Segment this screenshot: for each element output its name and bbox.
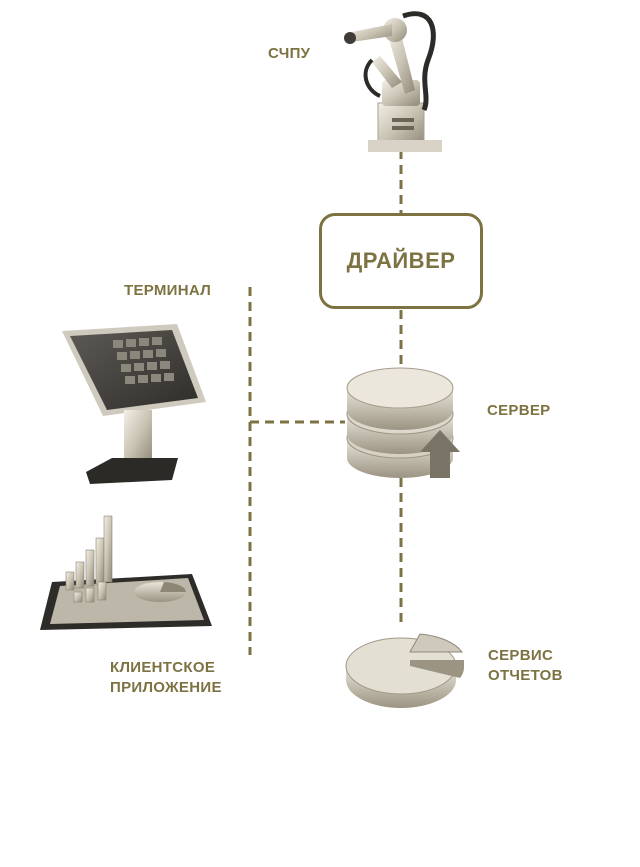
- server-label: СЕРВЕР: [487, 402, 551, 419]
- database-server-icon: [346, 367, 460, 478]
- tablet-chart-icon: [40, 515, 212, 630]
- touchscreen-kiosk-icon: [62, 324, 206, 484]
- robot-arm-icon: [344, 11, 442, 152]
- report-service-label: СЕРВИС ОТЧЕТОВ: [488, 647, 563, 684]
- cnc-label: СЧПУ: [268, 45, 311, 62]
- terminal-label: ТЕРМИНАЛ: [124, 282, 212, 299]
- pie-chart-icon: [345, 633, 464, 708]
- client-app-label: КЛИЕНТСКОЕ ПРИЛОЖЕНИЕ: [110, 659, 222, 696]
- connectors: [248, 150, 403, 655]
- driver-label: ДРАЙВЕР: [346, 248, 456, 273]
- driver-node: ДРАЙВЕР: [319, 213, 483, 309]
